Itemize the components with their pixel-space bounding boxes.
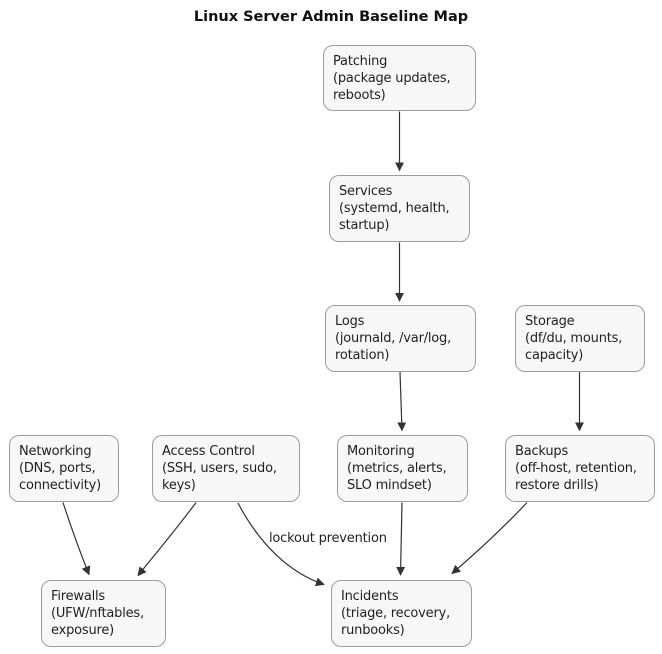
node-monitoring: Monitoring (metrics, alerts, SLO mindset… <box>337 435 468 502</box>
node-access-control: Access Control (SSH, users, sudo, keys) <box>152 435 300 502</box>
edge-access-control-firewalls <box>137 502 197 577</box>
node-services: Services (systemd, health, startup) <box>329 175 470 242</box>
edge-backups-incidents <box>451 502 528 575</box>
node-incidents: Incidents (triage, recovery, runbooks) <box>331 580 472 647</box>
edge-logs-monitoring <box>397 371 407 432</box>
node-patching: Patching (package updates, reboots) <box>323 45 476 111</box>
node-storage: Storage (df/du, mounts, capacity) <box>515 305 645 372</box>
node-logs: Logs (journald, /var/log, rotation) <box>325 305 476 372</box>
edge-monitoring-incidents <box>396 502 406 576</box>
node-firewalls: Firewalls (UFW/nftables, exposure) <box>41 580 166 647</box>
edge-label-lockout-prevention: lockout prevention <box>269 531 387 546</box>
edge-networking-firewalls <box>62 502 91 576</box>
node-backups: Backups (off-host, retention, restore dr… <box>505 435 655 502</box>
node-networking: Networking (DNS, ports, connectivity) <box>9 435 119 502</box>
edge-access-control-incidents <box>237 502 325 587</box>
diagram-title: Linux Server Admin Baseline Map <box>193 9 469 25</box>
